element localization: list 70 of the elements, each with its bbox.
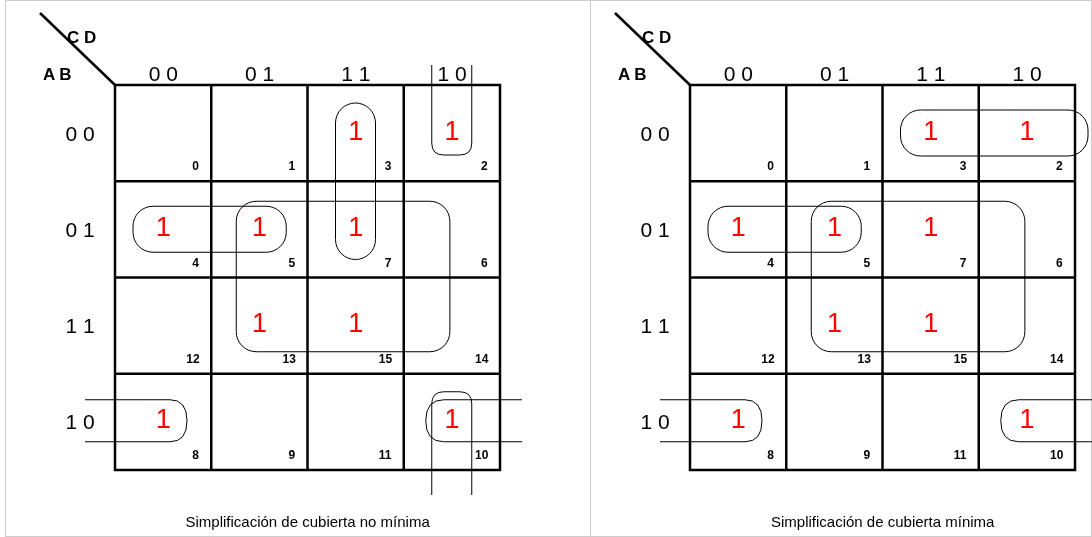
column-header: 1 0 [1012,62,1042,84]
row-header: 0 0 [640,122,670,144]
cell-index: 4 [767,256,774,269]
cell-value: 1 [1019,117,1035,145]
cell-index: 12 [761,352,775,365]
cell-index: 7 [384,256,392,269]
column-header: 0 1 [244,62,275,84]
cell-index: 1 [288,160,296,173]
cell-index: 4 [192,256,199,269]
cell-value: 1 [251,213,267,241]
row-header: 1 0 [640,411,670,433]
column-header: 1 1 [916,62,946,84]
cell-index: 9 [863,449,871,461]
cell-index: 0 [192,160,199,173]
cell-value: 1 [826,310,842,338]
cell-value: 1 [923,310,939,338]
cell-value: 1 [251,310,267,338]
cell-value: 1 [730,213,746,241]
column-header: 1 0 [437,62,467,84]
row-header: 1 1 [640,315,670,337]
cell-index: 6 [481,256,488,269]
row-header: 1 0 [65,411,95,433]
column-header: 1 1 [341,62,371,84]
cell-index: 13 [282,352,296,365]
cell-index: 5 [863,256,871,269]
caption: Simplificación de cubierta no mínima [185,513,430,529]
row-header: 0 0 [65,122,95,144]
cell-index: 10 [475,449,489,461]
cell-index: 1 [863,160,871,173]
variable-label: A B [618,65,647,83]
column-header: 0 1 [819,62,850,84]
cell-index: 8 [192,449,199,461]
cell-value: 1 [348,117,364,145]
cell-value: 1 [923,117,939,145]
cell-value: 1 [444,406,460,434]
cell-value: 1 [923,213,939,241]
cell-index: 10 [1050,449,1064,461]
cell-index: 11 [378,449,392,461]
cell-index: 12 [186,352,200,365]
cell-value: 1 [155,213,171,241]
cell-index: 5 [288,256,296,269]
cell-index: 6 [1056,256,1063,269]
cell-value: 1 [826,213,842,241]
column-header: 0 0 [148,62,178,84]
cell-index: 14 [1050,352,1064,365]
cell-index: 15 [378,352,393,365]
cell-value: 1 [348,213,364,241]
cell-index: 2 [1056,160,1063,173]
cell-index: 8 [767,449,774,461]
row-header: 0 1 [65,218,95,240]
cell-index: 9 [288,449,296,461]
cell-index: 3 [959,160,967,173]
cell-index: 11 [953,449,967,461]
cell-index: 7 [959,256,967,269]
cell-index: 2 [481,160,488,173]
cell-value: 1 [155,406,171,434]
cell-value: 1 [348,310,364,338]
cell-index: 3 [384,160,392,173]
column-header: 0 0 [723,62,753,84]
cell-value: 1 [730,406,746,434]
cell-index: 15 [953,352,968,365]
cell-value: 1 [444,117,460,145]
cell-value: 1 [1019,406,1035,434]
caption: Simplificación de cubierta mínima [771,513,995,529]
row-header: 1 1 [65,315,95,337]
row-header: 0 1 [640,218,670,240]
cell-index: 13 [857,352,871,365]
cell-index: 14 [475,352,489,365]
variable-label: A B [43,65,72,83]
cell-index: 0 [767,160,774,173]
